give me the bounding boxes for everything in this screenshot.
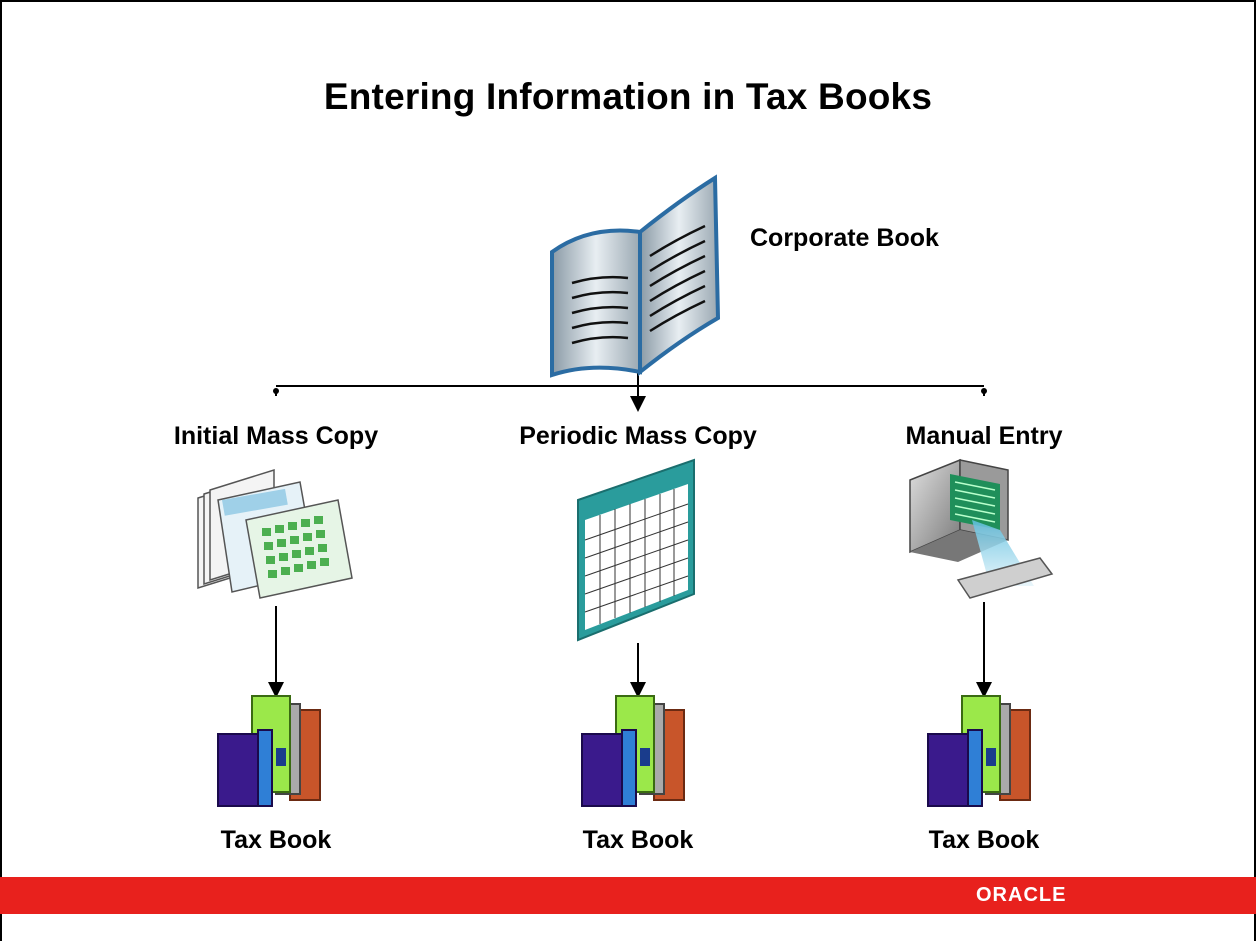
method-label-periodic: Periodic Mass Copy bbox=[519, 422, 757, 450]
stacked-spreadsheets-icon bbox=[197, 468, 353, 599]
method-label-manual: Manual Entry bbox=[905, 422, 1063, 450]
book-stack-icon-2 bbox=[581, 695, 685, 807]
slide-border-top bbox=[0, 0, 1256, 2]
slide-border-left bbox=[0, 0, 2, 941]
open-book-icon bbox=[550, 174, 721, 378]
tax-book-label-3: Tax Book bbox=[928, 826, 1040, 854]
book-stack-icon-1 bbox=[217, 695, 321, 807]
slide-title: Entering Information in Tax Books bbox=[323, 76, 933, 117]
tax-book-label-1: Tax Book bbox=[220, 826, 332, 854]
computer-terminal-icon bbox=[909, 458, 1054, 599]
oracle-logo: ORACLE bbox=[976, 884, 1067, 906]
footer-bar bbox=[0, 877, 1256, 914]
calendar-grid-icon bbox=[577, 458, 695, 642]
corporate-book-label: Corporate Book bbox=[750, 224, 939, 252]
method-label-initial: Initial Mass Copy bbox=[173, 422, 379, 450]
tax-book-label-2: Tax Book bbox=[582, 826, 694, 854]
book-stack-icon-3 bbox=[927, 695, 1031, 807]
slide-border-right bbox=[1254, 0, 1256, 941]
